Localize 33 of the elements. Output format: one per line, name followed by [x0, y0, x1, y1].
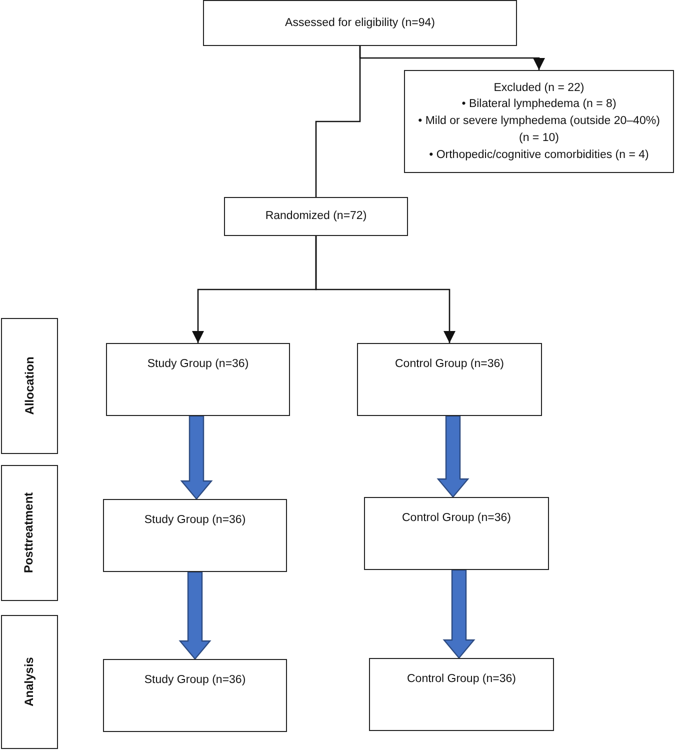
exclusion-item: • Bilateral lymphedema (n = 8) [462, 97, 616, 112]
stage-label-box [1, 318, 58, 454]
box-text: Control Group (n=36) [407, 672, 516, 687]
stage-label-box [1, 465, 58, 601]
stage-label: Posttreatment [20, 492, 37, 574]
stage-label-box [1, 615, 58, 749]
block-arrow [178, 571, 212, 660]
group-box [106, 343, 290, 416]
block-arrow [442, 569, 476, 659]
group-box [369, 658, 554, 731]
group-box [103, 499, 287, 572]
group-box [364, 497, 549, 570]
box-text: Study Group (n=36) [144, 673, 246, 688]
box-text: Control Group (n=36) [395, 357, 504, 372]
arrow [315, 236, 456, 343]
box-text: Study Group (n=36) [147, 357, 249, 372]
exclusion-item: • Mild or severe lymphedema (outside 20–40%) (n = 10) [417, 114, 661, 146]
block-arrow [436, 415, 470, 498]
group-box [103, 659, 287, 732]
connector-line [315, 46, 361, 197]
group-box [357, 343, 542, 416]
block-arrow [180, 415, 213, 500]
box-text: Randomized (n=72) [265, 209, 367, 224]
box-text: Excluded (n = 22) [494, 80, 584, 96]
stage-label: Analysis [20, 657, 37, 707]
process-box [404, 70, 674, 173]
box-text: Study Group (n=36) [144, 513, 246, 528]
exclusion-item: • Orthopedic/cognitive comorbidities (n = 4) [429, 148, 649, 162]
stage-label: Allocation [20, 356, 37, 415]
box-text: Control Group (n=36) [402, 511, 511, 526]
box-text: Assessed for eligibility (n=94) [285, 16, 435, 31]
process-box [224, 197, 408, 236]
process-box [203, 0, 517, 46]
